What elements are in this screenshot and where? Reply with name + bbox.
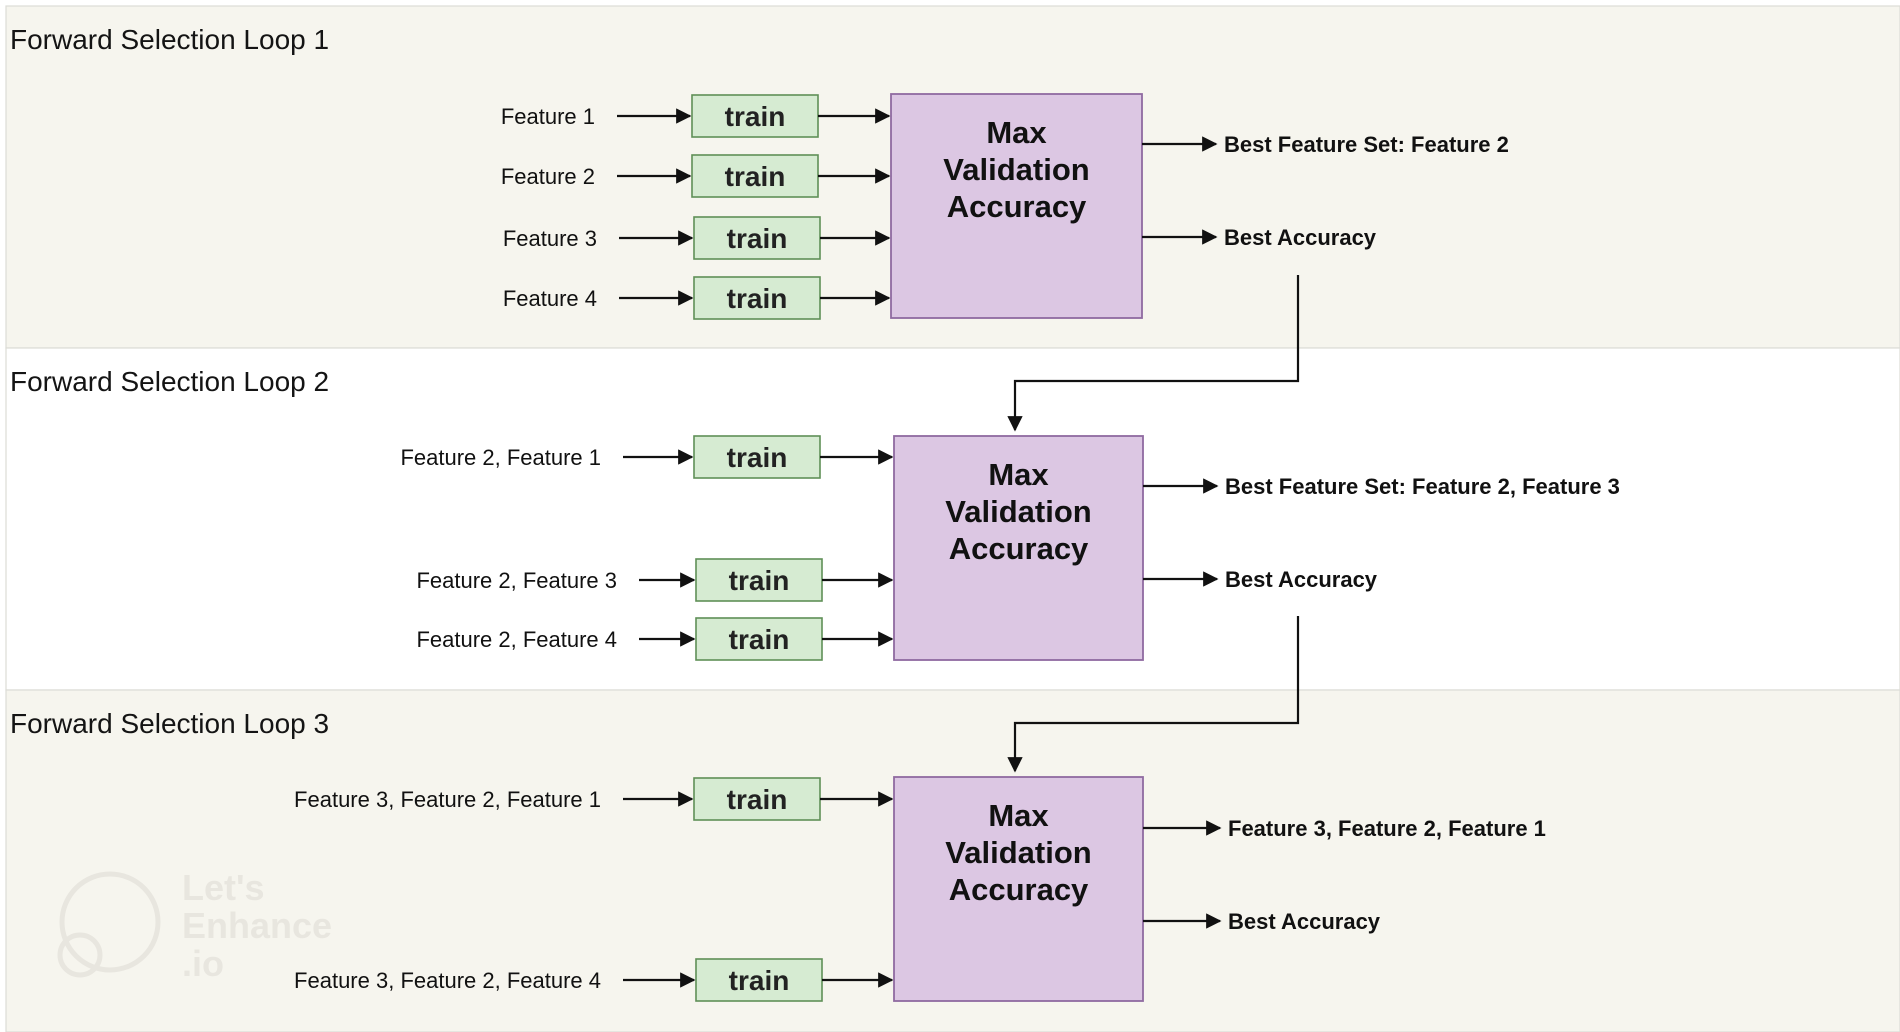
train-label: train (729, 565, 790, 596)
feature-input-label: Feature 2 (501, 164, 595, 189)
best-feature-set-label: Best Feature Set: Feature 2 (1224, 132, 1509, 157)
feature-input-label: Feature 2, Feature 1 (400, 445, 601, 470)
train-box (691, 94, 819, 138)
feature-input-label: Feature 3, Feature 2, Feature 1 (294, 787, 601, 812)
train-box (695, 958, 823, 1002)
loop-title: Forward Selection Loop 3 (10, 708, 329, 739)
best-accuracy-label: Best Accuracy (1224, 225, 1377, 250)
train-box (693, 216, 821, 260)
max-validation-accuracy-box (893, 435, 1144, 661)
feature-input-label: Feature 3 (503, 226, 597, 251)
loop-title: Forward Selection Loop 1 (10, 24, 329, 55)
train-box (693, 435, 821, 479)
box-text-line: Validation (945, 494, 1091, 529)
box-text-line: Max (988, 457, 1049, 492)
box-text-line: Max (986, 115, 1047, 150)
feature-input-label: Feature 1 (501, 104, 595, 129)
train-label: train (729, 965, 790, 996)
loop-connector-arrow (1007, 616, 1300, 773)
loop-panel-2: Forward Selection Loop 2 Feature 2, Featu… (5, 347, 1900, 691)
train-label: train (727, 223, 788, 254)
box-text-line: Validation (943, 152, 1089, 187)
box-text-line: Accuracy (949, 531, 1089, 566)
box-text-line: Validation (945, 835, 1091, 870)
max-validation-accuracy-box (893, 776, 1144, 1002)
train-label: train (725, 161, 786, 192)
max-validation-accuracy-box (890, 93, 1143, 319)
watermark-text: .io (182, 943, 224, 984)
train-label: train (725, 101, 786, 132)
train-label: train (727, 442, 788, 473)
loop-title: Forward Selection Loop 2 (10, 366, 329, 397)
best-feature-set-label: Best Feature Set: Feature 2, Feature 3 (1225, 474, 1620, 499)
feature-input-label: Feature 2, Feature 3 (416, 568, 617, 593)
feature-input-label: Feature 4 (503, 286, 597, 311)
box-text-line: Accuracy (947, 189, 1087, 224)
feature-input-label: Feature 3, Feature 2, Feature 4 (294, 968, 601, 993)
train-box (693, 276, 821, 320)
loop-connector-arrow (1007, 275, 1300, 432)
loop-panel-3: Forward Selection Loop 3 Feature 3, Featu… (5, 689, 1900, 1032)
train-label: train (729, 624, 790, 655)
watermark-logo-icon (57, 932, 103, 978)
feature-input-label: Feature 2, Feature 4 (416, 627, 617, 652)
best-accuracy-label: Best Accuracy (1228, 909, 1381, 934)
train-label: train (727, 283, 788, 314)
best-feature-set-label: Feature 3, Feature 2, Feature 1 (1228, 816, 1546, 841)
box-text-line: Max (988, 798, 1049, 833)
best-accuracy-label: Best Accuracy (1225, 567, 1378, 592)
watermark-logo-icon (59, 871, 161, 973)
watermark-text: Let's (182, 867, 265, 908)
box-text-line: Accuracy (949, 872, 1089, 907)
train-box (695, 617, 823, 661)
train-box (693, 777, 821, 821)
train-label: train (727, 784, 788, 815)
watermark-text: Enhance (182, 905, 332, 946)
train-box (691, 154, 819, 198)
